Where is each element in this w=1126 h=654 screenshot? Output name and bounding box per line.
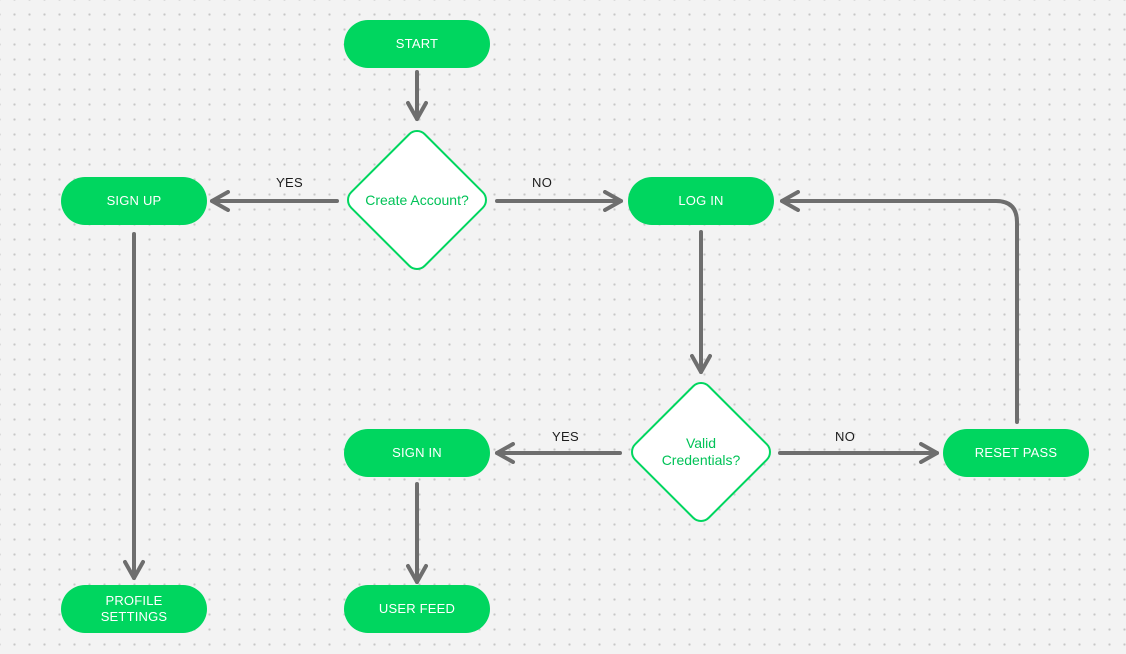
reset-pass-node[interactable]: RESET PASS	[943, 429, 1089, 477]
connector-reset-to-login	[780, 190, 1019, 424]
sign-in-node[interactable]: SIGN IN	[344, 429, 490, 477]
edge-label-valid-yes: YES	[552, 429, 579, 444]
valid-credentials-decision[interactable]: Valid Credentials?	[626, 377, 776, 527]
create-account-label: Create Account?	[365, 191, 469, 208]
valid-credentials-label: Valid Credentials?	[661, 435, 741, 468]
profile-settings-node[interactable]: PROFILE SETTINGS	[61, 585, 207, 633]
user-feed-node[interactable]: USER FEED	[344, 585, 490, 633]
log-in-node[interactable]: LOG IN	[628, 177, 774, 225]
edge-label-create-yes: YES	[276, 175, 303, 190]
create-account-decision[interactable]: Create Account?	[342, 125, 492, 275]
sign-up-node[interactable]: SIGN UP	[61, 177, 207, 225]
edge-label-valid-no: NO	[835, 429, 856, 444]
edge-label-create-no: NO	[532, 175, 553, 190]
start-node[interactable]: START	[344, 20, 490, 68]
